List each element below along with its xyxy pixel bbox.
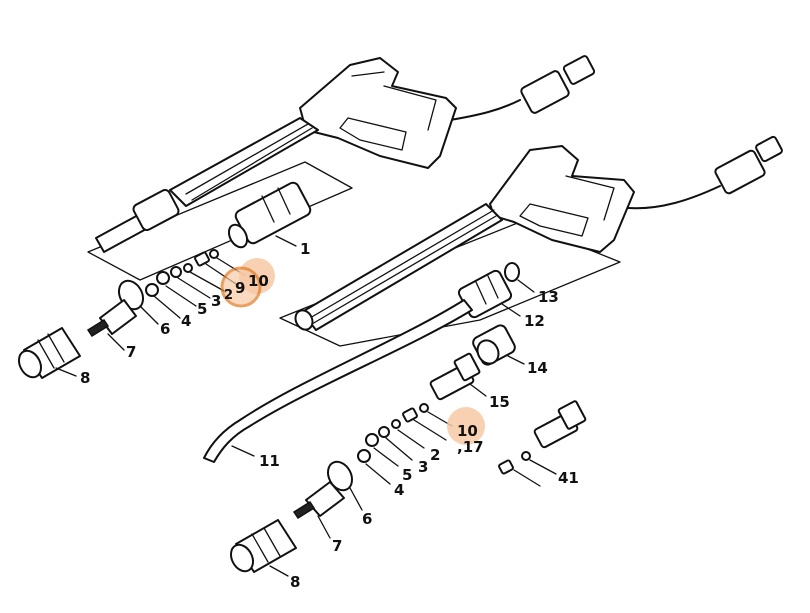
label-4-lower: 4 xyxy=(394,481,404,499)
label-13: 13 xyxy=(538,288,559,306)
lower-hose xyxy=(627,185,721,210)
label-5-lower: 5 xyxy=(402,466,412,484)
upper-hose-coupling xyxy=(520,70,570,114)
label-3-lower: 3 xyxy=(418,458,428,476)
part-4-upper xyxy=(145,283,159,297)
highlight-ring-part-9 xyxy=(220,266,262,308)
part-3-upper xyxy=(170,266,182,278)
part-9-upper xyxy=(194,251,210,267)
part-11 xyxy=(203,299,473,463)
part-14 xyxy=(472,324,516,366)
upper-panel-outline xyxy=(87,161,353,281)
label-4-upper: 4 xyxy=(181,312,191,330)
label-7-lower: 7 xyxy=(332,537,342,555)
part-5-lower xyxy=(365,433,379,447)
label-2-upper: 2 xyxy=(224,288,233,303)
label-7-upper: 7 xyxy=(126,343,136,361)
part-8-upper xyxy=(17,327,81,379)
part-3-lower xyxy=(378,426,390,438)
upper-hose xyxy=(449,99,521,121)
part-10-lower xyxy=(419,403,429,413)
label-3-upper: 3 xyxy=(211,292,221,310)
label-10-lower: 10 xyxy=(457,422,478,440)
part-4-lower xyxy=(357,449,371,463)
label-10-upper: 10 xyxy=(248,272,269,290)
label-6-lower: 6 xyxy=(362,510,372,528)
label-5-upper: 5 xyxy=(197,300,207,318)
lower-assembly xyxy=(203,135,783,577)
label-15: 15 xyxy=(489,393,510,411)
highlight-marker-lower-10 xyxy=(447,407,485,445)
part-labels: 1 2 9 10 3 5 4 6 7 8 13 12 14 15 10 ,17 … xyxy=(80,240,579,591)
part-9-lower xyxy=(402,407,418,423)
label-11: 11 xyxy=(259,452,280,470)
part-6-upper xyxy=(86,279,144,338)
label-9: 9 xyxy=(235,279,245,297)
label-12: 12 xyxy=(524,312,545,330)
part-8-lower xyxy=(229,519,297,573)
part-15 xyxy=(429,352,481,401)
part-10-upper xyxy=(209,249,219,259)
lower-hose-coupling xyxy=(714,149,766,195)
label-8-upper: 8 xyxy=(80,369,90,387)
lower-gun-body xyxy=(489,145,635,253)
part-2-lower xyxy=(391,419,401,429)
label-1: 1 xyxy=(300,240,310,258)
upper-gun-body xyxy=(299,57,457,169)
label-2-lower: 2 xyxy=(430,446,440,464)
label-17: ,17 xyxy=(457,438,484,456)
label-6-upper: 6 xyxy=(160,320,170,338)
part-41 xyxy=(498,400,587,475)
label-8-lower: 8 xyxy=(290,573,300,591)
part-1 xyxy=(227,181,312,249)
label-14: 14 xyxy=(527,359,548,377)
part-5-upper xyxy=(156,271,170,285)
label-41: 41 xyxy=(558,469,579,487)
part-13 xyxy=(504,262,520,282)
upper-assembly xyxy=(17,55,596,379)
part-6-lower xyxy=(292,460,353,520)
part-2-upper xyxy=(183,263,193,273)
lower-panel-outline xyxy=(279,221,621,347)
